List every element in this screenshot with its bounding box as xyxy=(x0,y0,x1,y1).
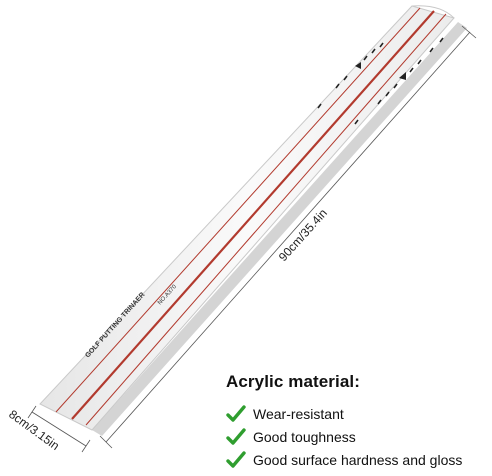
green-check-icon xyxy=(226,427,246,445)
green-check-icon xyxy=(226,450,246,468)
length-dimension xyxy=(99,25,477,449)
green-check-icon xyxy=(226,404,246,422)
feature-label: Good surface hardness and gloss xyxy=(253,451,463,468)
list-item: Good toughness xyxy=(226,425,488,448)
alignment-line-center xyxy=(71,10,435,420)
material-features: Acrylic material: Wear-resistant Good to… xyxy=(226,372,488,471)
tick-marks-left xyxy=(317,42,384,125)
features-heading: Acrylic material: xyxy=(226,372,360,391)
triangle-marker-left xyxy=(355,62,361,69)
triangle-marker-right xyxy=(399,72,406,80)
tick-marks-right xyxy=(377,37,444,105)
width-dimension xyxy=(27,405,91,453)
feature-list: Wear-resistant Good toughness Good surfa… xyxy=(226,402,488,471)
length-label: 90cm/35.4in xyxy=(276,206,330,264)
list-item: Wear-resistant xyxy=(226,402,488,425)
feature-label: Wear-resistant xyxy=(253,405,344,422)
feature-label: Good toughness xyxy=(253,428,356,445)
ruler-face xyxy=(39,5,455,431)
width-label: 8cm/3.15in xyxy=(6,407,62,453)
alignment-line-right xyxy=(85,13,447,426)
alignment-line-left xyxy=(55,7,421,413)
list-item: Good surface hardness and gloss xyxy=(226,448,488,471)
